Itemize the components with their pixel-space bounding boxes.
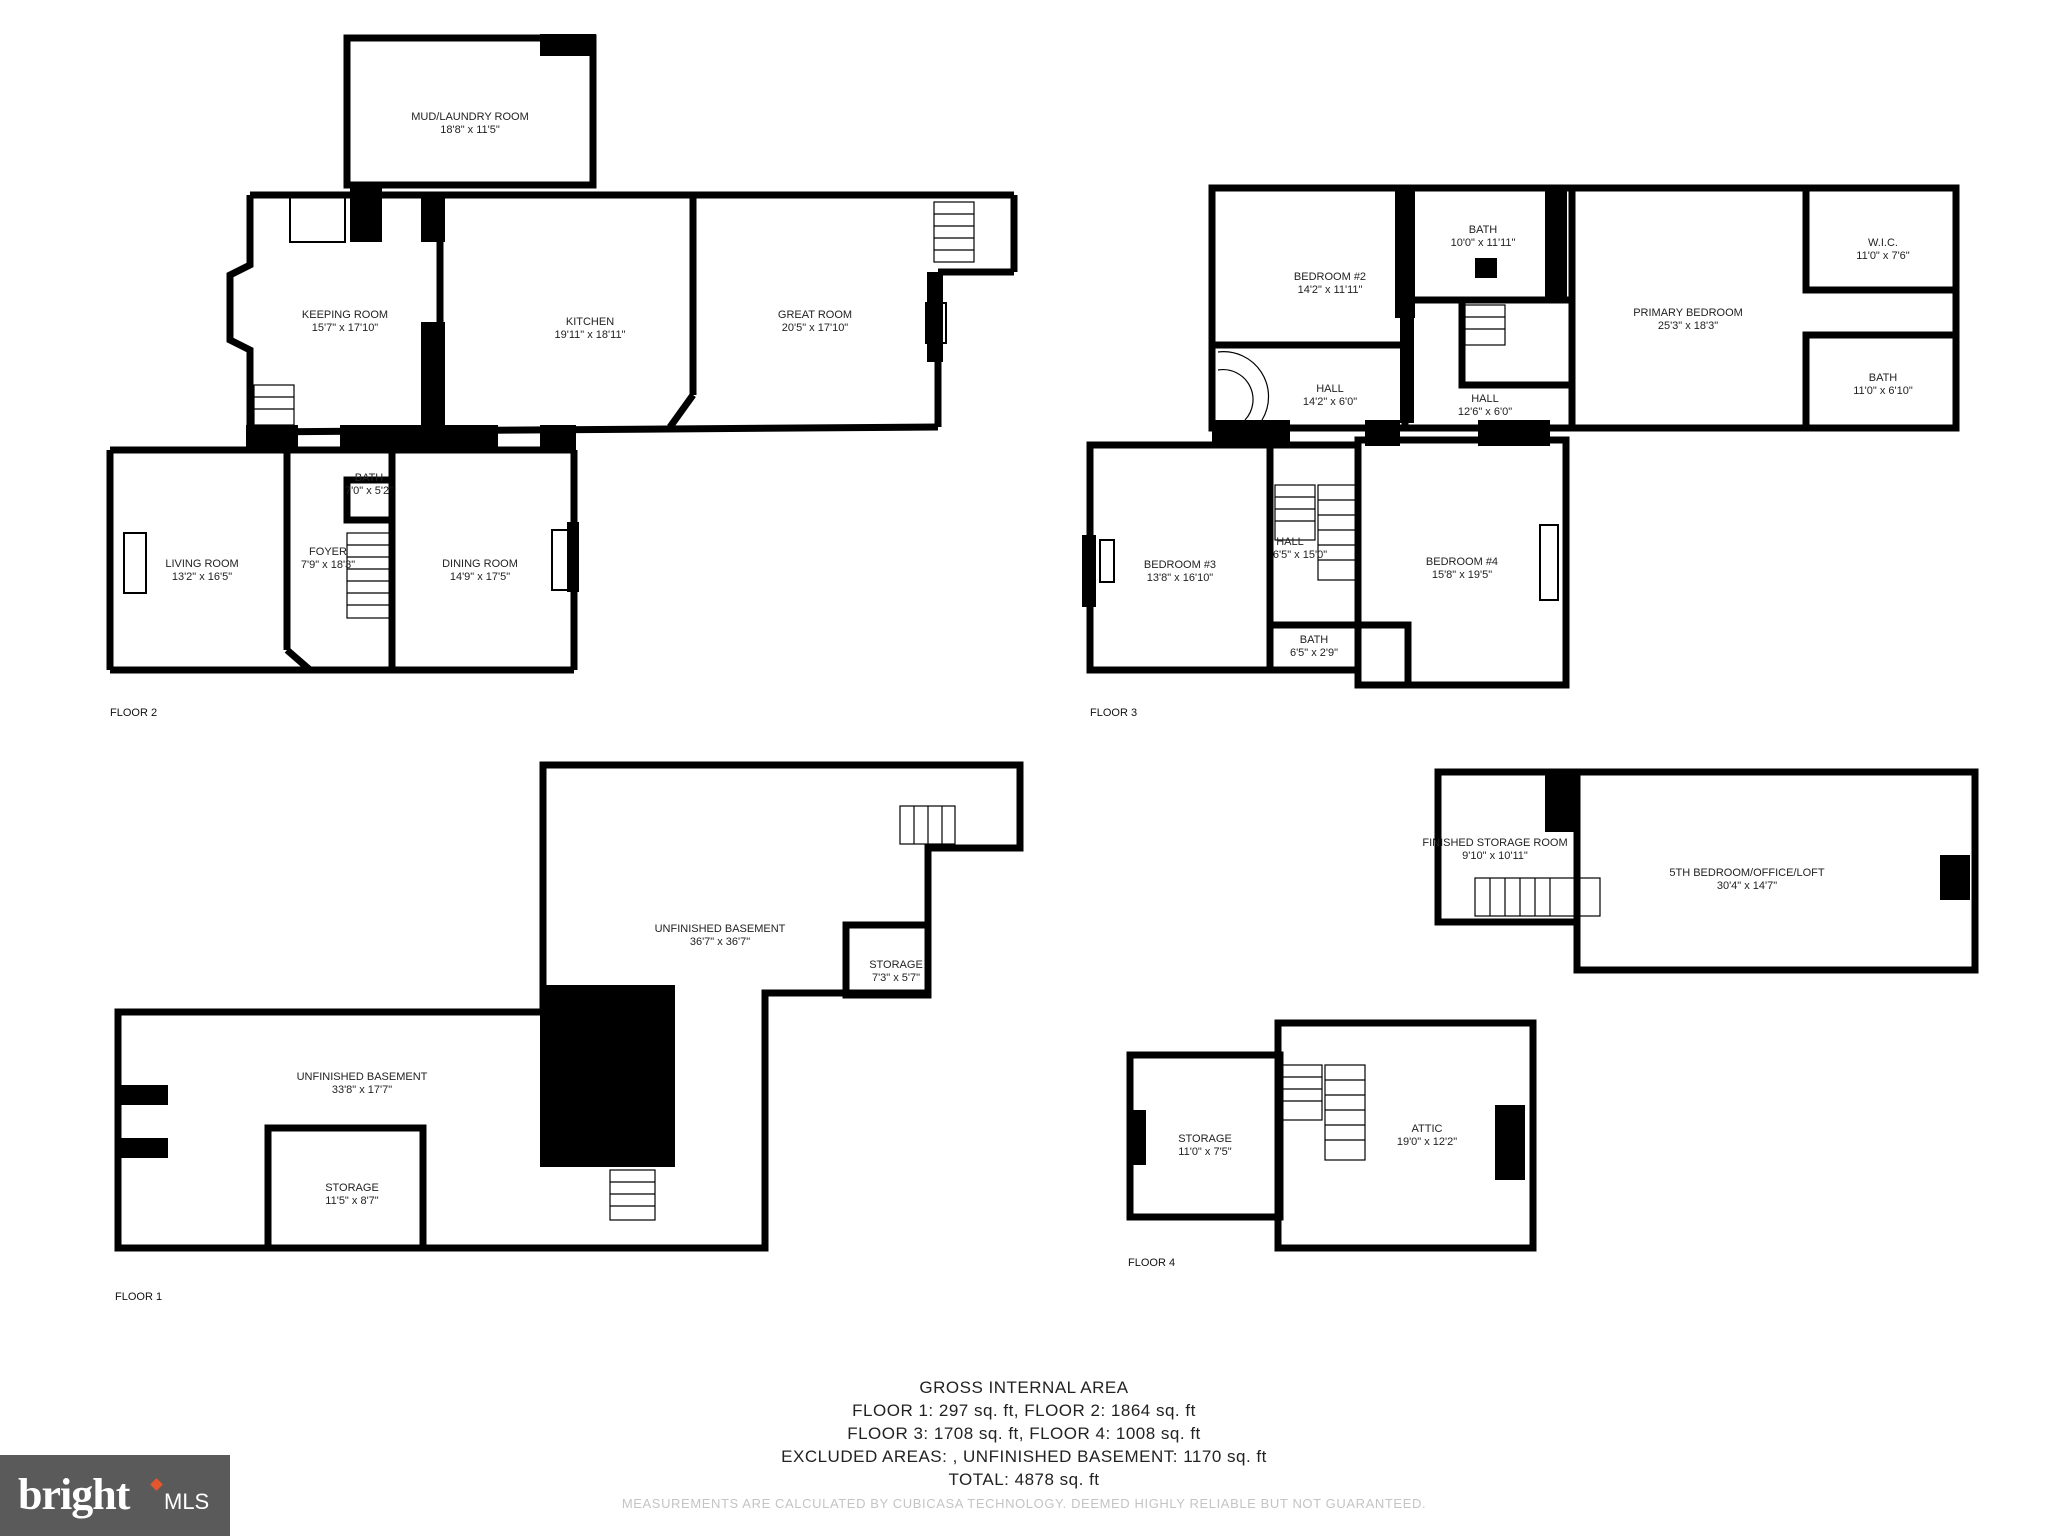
room-size: 15'7" x 17'10": [312, 322, 379, 334]
room-name: BATH: [355, 472, 384, 484]
room-size: 30'4" x 14'7": [1717, 880, 1777, 892]
room-name: ATTIC: [1412, 1123, 1443, 1135]
floor-2-fireplaces: [123, 196, 947, 594]
floor-1-stairs: [609, 805, 956, 1221]
room-name: 5TH BEDROOM/OFFICE/LOFT: [1669, 867, 1825, 879]
gia-total: TOTAL: 4878 sq. ft: [948, 1470, 1100, 1489]
room-size: 33'8" x 17'7": [332, 1084, 392, 1096]
gia-floors-1-2: FLOOR 1: 297 sq. ft, FLOOR 2: 1864 sq. f…: [852, 1401, 1196, 1420]
room-name: BATH: [1469, 224, 1498, 236]
room-name: STORAGE: [1178, 1133, 1232, 1145]
room-name: PRIMARY BEDROOM: [1633, 307, 1743, 319]
room-size: 7'9" x 18'3": [301, 559, 355, 571]
room-name: KITCHEN: [566, 316, 614, 328]
room-size: 14'2" x 11'11": [1298, 284, 1363, 296]
floor-1-wall-fills: [120, 985, 675, 1167]
room-size: 18'8" x 11'5": [440, 124, 500, 136]
room-name: MUD/LAUNDRY ROOM: [411, 111, 529, 123]
room-size: 12'6" x 6'0": [1458, 406, 1512, 418]
room-name: BEDROOM #3: [1144, 559, 1216, 571]
room-size: 6'5" x 15'0": [1273, 549, 1327, 561]
room-size: 7'3" x 5'7": [872, 972, 920, 984]
room-size: 11'0" x 7'5": [1178, 1146, 1231, 1158]
room-size: 36'7" x 36'7": [690, 936, 750, 948]
floor-label: FLOOR 4: [1128, 1257, 1175, 1269]
room-size: 25'3" x 18'3": [1658, 320, 1718, 332]
room-size: 9'10" x 10'11": [1462, 850, 1528, 862]
gia-floors-3-4: FLOOR 3: 1708 sq. ft, FLOOR 4: 1008 sq. …: [847, 1424, 1201, 1443]
room-name: LIVING ROOM: [165, 558, 238, 570]
disclaimer: MEASUREMENTS ARE CALCULATED BY CUBICASA …: [621, 1496, 1427, 1511]
room-size: 13'8" x 16'10": [1147, 572, 1214, 584]
room-size: 10'0" x 11'11": [1451, 237, 1516, 249]
room-name: BATH: [1869, 372, 1898, 384]
room-size: 11'0" x 7'6": [1856, 250, 1909, 262]
room-size: 14'9" x 17'5": [450, 571, 510, 583]
floor-3-fireplaces: [1099, 524, 1559, 601]
room-name: BEDROOM #4: [1426, 556, 1498, 568]
room-size: 14'2" x 6'0": [1303, 396, 1357, 408]
room-name: KEEPING ROOM: [302, 309, 388, 321]
room-size: 19'0" x 12'2": [1397, 1136, 1457, 1148]
floor-2-stairs: [253, 201, 975, 619]
room-name: UNFINISHED BASEMENT: [297, 1071, 428, 1083]
floor-4-plan: [1126, 768, 1979, 1252]
floor-2-wall-fills: [246, 34, 943, 592]
room-name: STORAGE: [325, 1182, 379, 1194]
floor-label: FLOOR 1: [115, 1291, 162, 1303]
room-size: 11'5" x 8'7": [325, 1195, 378, 1207]
room-size: 20'5" x 17'10": [782, 322, 849, 334]
room-name: UNFINISHED BASEMENT: [655, 923, 786, 935]
room-size: 6'5" x 2'9": [1290, 647, 1338, 659]
room-name: DINING ROOM: [442, 558, 518, 570]
floor-3-wall-fills: [1082, 188, 1567, 607]
room-name: FINISHED STORAGE ROOM: [1422, 837, 1567, 849]
floor-4-stairs: [1281, 877, 1601, 1161]
floor-label: FLOOR 3: [1090, 707, 1137, 719]
room-name: HALL: [1316, 383, 1344, 395]
room-size: 7'0" x 5'2": [345, 485, 393, 497]
logo-brand: bright: [18, 1470, 130, 1519]
room-name: BATH: [1300, 634, 1329, 646]
bright-mls-logo: bright MLS: [0, 1455, 230, 1536]
floor-1-plan: [114, 761, 1024, 1252]
room-name: FOYER: [309, 546, 347, 558]
room-name: STORAGE: [869, 959, 923, 971]
room-size: 13'2" x 16'5": [172, 571, 232, 583]
floor-label: FLOOR 2: [110, 707, 157, 719]
gia-excluded: EXCLUDED AREAS: , UNFINISHED BASEMENT: 1…: [781, 1447, 1267, 1466]
room-name: HALL: [1276, 536, 1304, 548]
room-name: W.I.C.: [1868, 237, 1898, 249]
room-name: BEDROOM #2: [1294, 271, 1366, 283]
floor-4-wall-fills: [1130, 772, 1970, 1180]
floor-2-plan: [106, 34, 1018, 674]
room-name: GREAT ROOM: [778, 309, 852, 321]
gia-title: GROSS INTERNAL AREA: [919, 1378, 1129, 1397]
room-size: 11'0" x 6'10": [1853, 385, 1913, 397]
logo-suffix: MLS: [164, 1489, 210, 1514]
room-size: 19'11" x 18'11": [555, 329, 626, 341]
floor-3-stairs: [1217, 304, 1506, 581]
room-size: 15'8" x 19'5": [1432, 569, 1492, 581]
logo-accent-icon: [150, 1478, 163, 1491]
room-name: HALL: [1471, 393, 1499, 405]
